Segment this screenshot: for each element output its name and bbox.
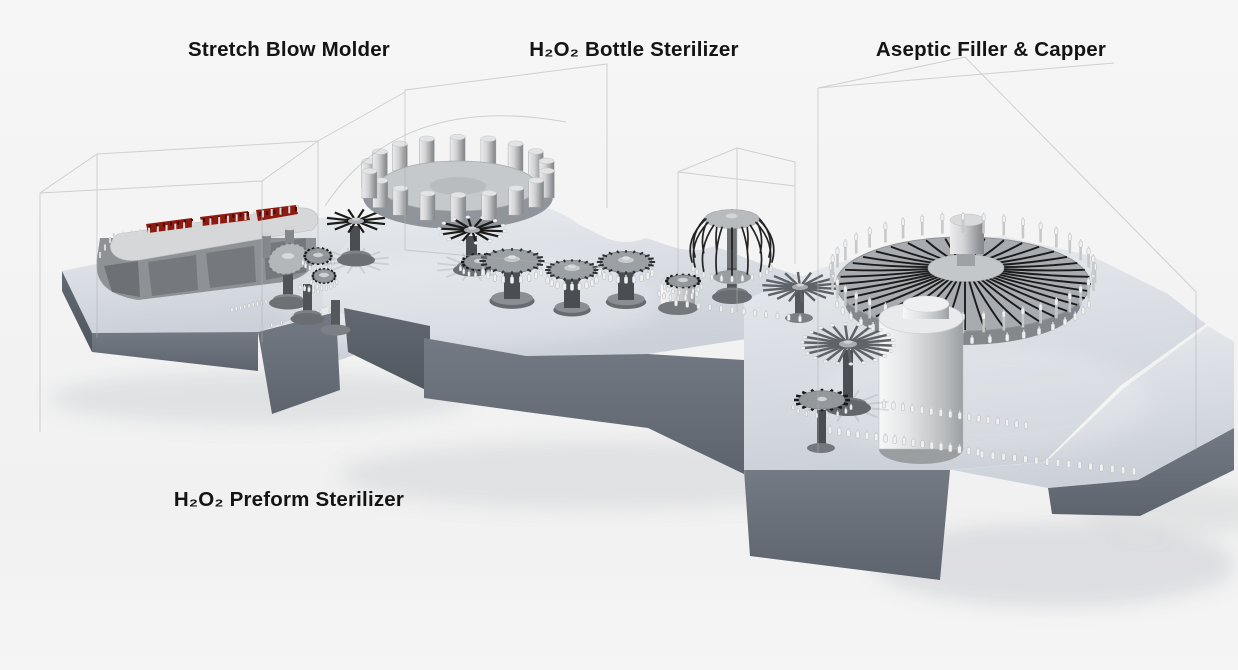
- preform-transfer-gears: [298, 246, 339, 295]
- platform-left-side-sliver: [62, 271, 92, 352]
- transfer-starwheel-tables: [479, 248, 656, 317]
- capper-discharge-starwheel: [791, 388, 853, 453]
- label-aseptic-filler-capper: Aseptic Filler & Capper: [876, 38, 1106, 61]
- platform-bridge-side: [344, 308, 430, 392]
- wireframe-left-box: [39, 91, 406, 432]
- stretch-blow-molder-machine: [96, 205, 332, 331]
- label-preform-sterilizer: H₂O₂ Preform Sterilizer: [174, 488, 404, 511]
- filler-tank: [878, 295, 964, 464]
- platform-center-front: [424, 338, 744, 474]
- enclosure-wireframes: [39, 56, 1197, 452]
- wireframe-center-box: [324, 63, 608, 269]
- platform-sides: [62, 271, 1234, 580]
- blow-molder-spindle-pins: [99, 205, 299, 258]
- label-bottle-sterilizer: H₂O₂ Bottle Sterilizer: [529, 38, 738, 61]
- preform-infeed-starwheel: [323, 208, 389, 275]
- wireframe-right-box: [817, 56, 1197, 452]
- label-stretch-blow-molder: Stretch Blow Molder: [188, 38, 390, 61]
- platform-lower-right-front: [1048, 428, 1234, 516]
- blow-molder-deck: [110, 207, 319, 261]
- blow-molder-red-rail-3: [256, 205, 298, 221]
- bottle-conveyor-rows: [674, 298, 1137, 476]
- platform-left-front: [92, 332, 258, 371]
- bottle-sterilizer-carousel: [361, 133, 555, 229]
- filler-hub-cylinder: [949, 213, 985, 227]
- birdcage-sterilizer-unit: [689, 209, 775, 304]
- platform-lower-right-top: [952, 326, 1234, 488]
- platform-right-front: [744, 470, 950, 580]
- station-labels: Stretch Blow Molder H₂O₂ Bottle Steriliz…: [174, 38, 1106, 511]
- wireframe-cage-box: [677, 147, 796, 312]
- preform-sterilizer-wheels: [260, 208, 389, 336]
- platform-left-pier: [258, 312, 340, 414]
- tank-top-cylinder: [902, 295, 950, 313]
- filler-infeed-starwheel: [762, 271, 838, 323]
- bottle-accumulator-drum: [657, 273, 704, 315]
